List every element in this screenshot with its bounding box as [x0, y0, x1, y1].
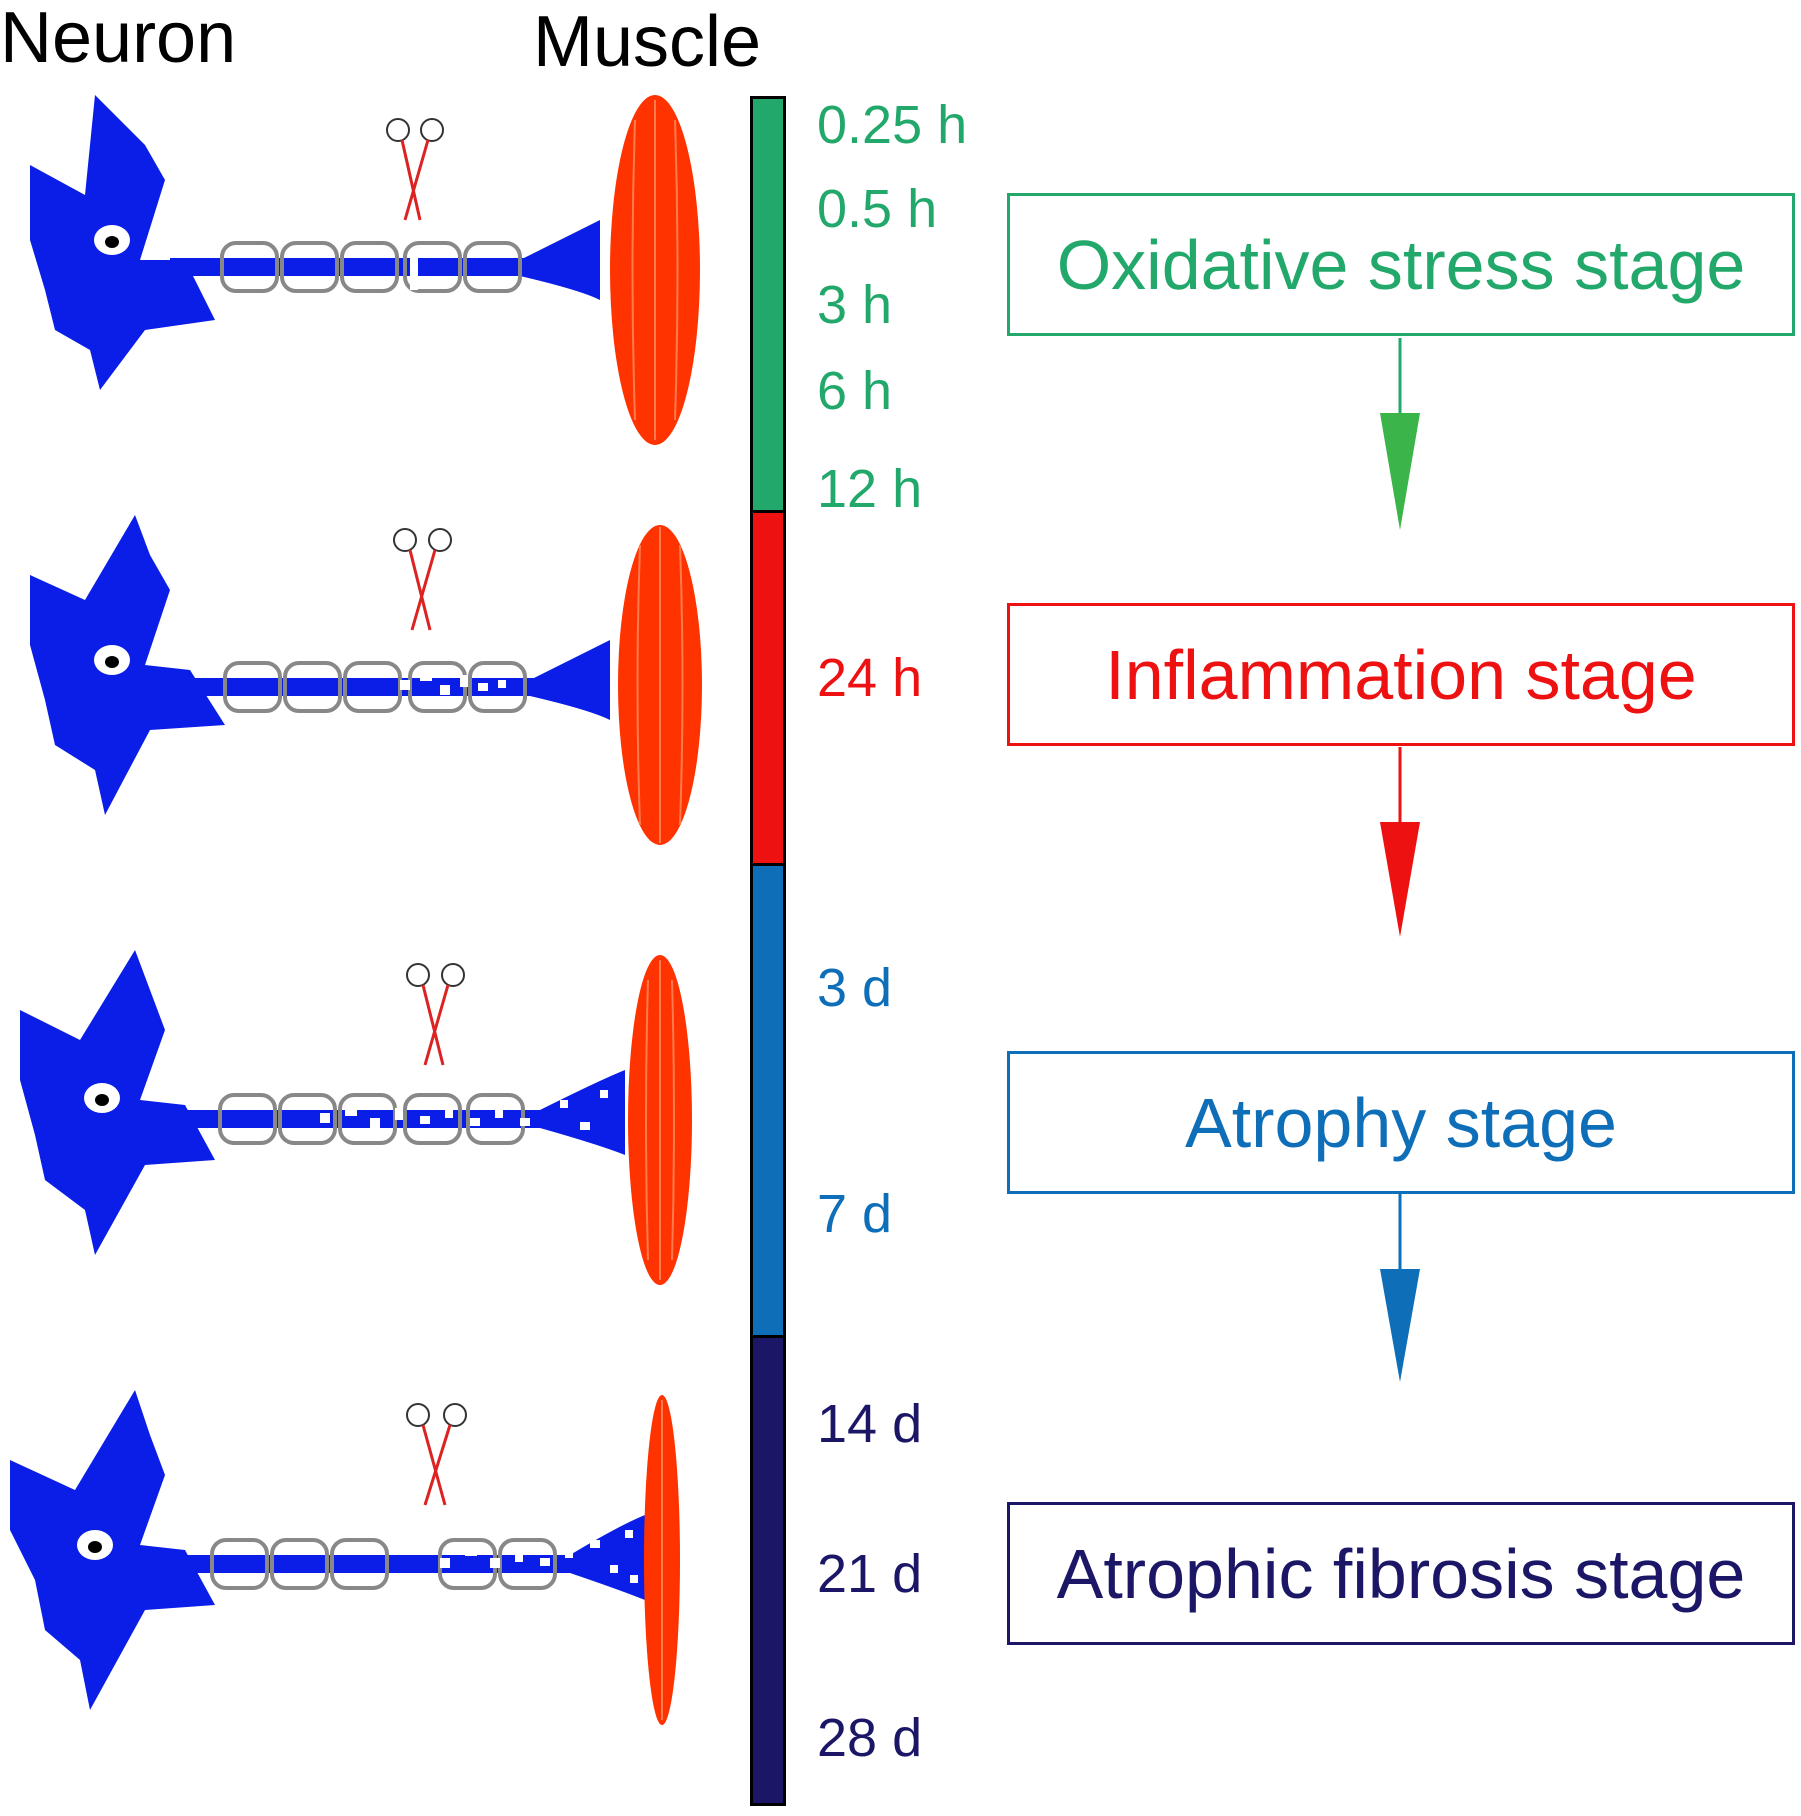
stage-label-oxidative: Oxidative stress stage: [1056, 225, 1746, 304]
down-arrow-icon: [1380, 747, 1420, 937]
time-label-3h: 3 h: [817, 275, 893, 335]
timeline-bar: [750, 96, 786, 1806]
muscle-fiber-icon: [644, 1395, 680, 1725]
scissors-icon: [393, 528, 452, 631]
stage-box-fibrosis: Atrophic fibrosis stage: [1007, 1502, 1795, 1645]
scissors-icon: [406, 1403, 467, 1506]
time-label-24h: 24 h: [817, 648, 923, 708]
muscle-header: Muscle: [533, 2, 762, 82]
injury-gap: [410, 250, 418, 290]
neuron-cell-icon: [20, 950, 215, 1255]
stage-box-inflammation: Inflammation stage: [1007, 603, 1795, 746]
scissors-icon: [386, 118, 444, 221]
down-arrow-icon: [1380, 338, 1420, 530]
neuron-header: Neuron: [0, 0, 237, 78]
panel-oxidative-illustration: [30, 95, 700, 445]
timeline-segment-inflammation: [753, 513, 783, 866]
degeneration-marks: [400, 673, 506, 695]
muscle-fiber-icon: [610, 95, 700, 445]
time-label-28d: 28 d: [817, 1708, 923, 1768]
time-label-21d: 21 d: [817, 1544, 923, 1604]
timeline-segment-fibrosis: [753, 1338, 783, 1803]
muscle-fiber-icon: [618, 525, 702, 845]
stage-box-atrophy: Atrophy stage: [1007, 1051, 1795, 1194]
muscle-fiber-icon: [628, 955, 692, 1285]
time-label-0.25h: 0.25 h: [817, 95, 968, 155]
panel-inflammation-illustration: [30, 515, 702, 845]
stage-label-atrophy: Atrophy stage: [1185, 1083, 1617, 1162]
scissors-icon: [406, 963, 465, 1066]
time-label-6h: 6 h: [817, 361, 893, 421]
stage-label-inflammation: Inflammation stage: [1105, 635, 1697, 714]
stage-label-fibrosis: Atrophic fibrosis stage: [1056, 1534, 1746, 1613]
time-label-14d: 14 d: [817, 1394, 923, 1454]
timeline-segment-atrophy: [753, 866, 783, 1338]
time-label-12h: 12 h: [817, 459, 923, 519]
degeneration-marks: [320, 1090, 608, 1130]
time-label-3d: 3 d: [817, 958, 893, 1018]
down-arrow-icon: [1380, 1194, 1420, 1382]
neuron-cell-icon: [30, 515, 225, 815]
panel-fibrosis-illustration: [10, 1390, 680, 1725]
stage-box-oxidative: Oxidative stress stage: [1007, 193, 1795, 336]
time-label-0.5h: 0.5 h: [817, 179, 938, 239]
time-label-7d: 7 d: [817, 1184, 893, 1244]
axon: [170, 220, 600, 300]
timeline-segment-oxidative: [753, 99, 783, 513]
neuron-cell-icon: [30, 95, 215, 390]
myelin-sheath-icon: [220, 241, 522, 293]
panel-atrophy-illustration: [20, 950, 692, 1285]
degeneration-marks: [440, 1530, 638, 1583]
neuron-cell-icon: [10, 1390, 215, 1710]
